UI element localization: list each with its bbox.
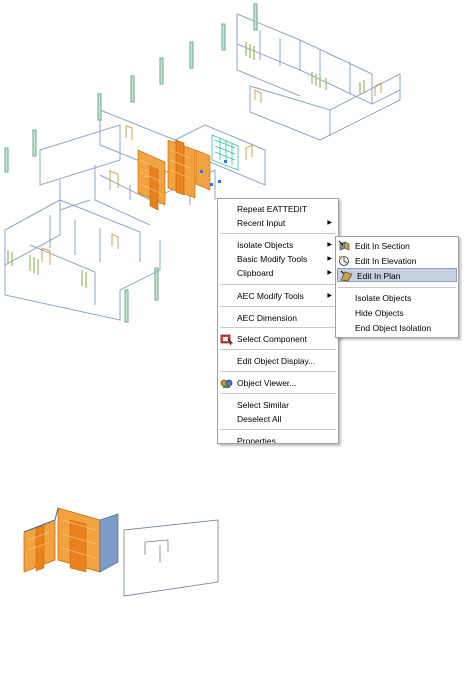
menu-separator — [220, 233, 336, 234]
selection-grips — [200, 160, 227, 186]
isolated-walls-preview — [23, 507, 219, 597]
menu-item-object-viewer[interactable]: Object Viewer... — [218, 376, 338, 390]
menu-item-label: Properties — [237, 436, 276, 444]
context-menu: Repeat EATTEDIT Recent Input ▶ Isolate O… — [217, 198, 339, 444]
menu-item-select-similar[interactable]: Select Similar — [218, 398, 338, 412]
menu-item-label: Edit In Plan — [357, 271, 401, 281]
menu-item-label: Isolate Objects — [355, 293, 412, 303]
select-component-icon — [220, 334, 233, 345]
submenu-arrow-icon: ▶ — [327, 270, 332, 276]
menu-item-properties[interactable]: Properties — [218, 434, 338, 444]
menu-separator — [220, 327, 336, 328]
submenu-item-edit-in-section[interactable]: Edit In Section — [336, 239, 458, 253]
menu-item-label: Object Viewer... — [237, 378, 297, 388]
menu-item-label: Hide Objects — [355, 308, 404, 318]
window-posts-central — [4, 3, 258, 323]
menu-item-recent-input[interactable]: Recent Input ▶ — [218, 216, 338, 230]
menu-item-aec-modify-tools[interactable]: AEC Modify Tools ▶ — [218, 289, 338, 303]
isolate-objects-submenu: Edit In Section Edit In Elevation Edit I… — [335, 236, 459, 338]
menu-item-deselect-all[interactable]: Deselect All — [218, 412, 338, 426]
menu-separator — [220, 284, 336, 285]
menu-item-label: Edit In Section — [355, 241, 410, 251]
edit-in-elevation-icon — [339, 256, 349, 266]
submenu-arrow-icon: ▶ — [327, 256, 332, 262]
menu-separator — [220, 429, 336, 430]
menu-item-label: Recent Input — [237, 218, 286, 228]
menu-item-isolate-objects[interactable]: Isolate Objects ▶ — [218, 238, 338, 252]
menu-separator — [220, 393, 336, 394]
teal-wall-mesh — [211, 134, 239, 171]
submenu-arrow-icon: ▶ — [327, 220, 332, 226]
menu-item-label: Select Component — [237, 334, 307, 344]
menu-item-label: End Object Isolation — [355, 323, 432, 333]
submenu-item-isolate-objects[interactable]: Isolate Objects — [336, 291, 458, 305]
edit-in-section-icon — [338, 240, 350, 251]
edit-in-plan-icon — [340, 270, 353, 282]
submenu-item-edit-in-plan[interactable]: Edit In Plan — [337, 268, 457, 282]
menu-item-repeat-eattedit[interactable]: Repeat EATTEDIT — [218, 202, 338, 216]
menu-item-label: Edit In Elevation — [355, 256, 417, 266]
window-panels-top-right — [245, 42, 365, 94]
door-frames-left — [41, 233, 119, 265]
menu-item-select-component[interactable]: Select Component — [218, 332, 338, 346]
menu-item-clipboard[interactable]: Clipboard ▶ — [218, 266, 338, 280]
menu-item-label: Basic Modify Tools — [237, 254, 308, 264]
door-frames-top-right — [254, 82, 382, 103]
building-block-top-right — [236, 13, 401, 141]
submenu-item-edit-in-elevation[interactable]: Edit In Elevation — [336, 254, 458, 268]
orange-wall-mesh — [137, 139, 211, 211]
menu-item-label: AEC Modify Tools — [237, 291, 304, 301]
submenu-arrow-icon: ▶ — [327, 242, 332, 248]
menu-item-label: Select Similar — [237, 400, 289, 410]
object-viewer-icon — [220, 379, 233, 388]
menu-item-label: Repeat EATTEDIT — [237, 204, 308, 214]
menu-item-aec-dimension[interactable]: AEC Dimension — [218, 311, 338, 325]
window-panels-left — [7, 250, 87, 288]
submenu-item-end-object-isolation[interactable]: End Object Isolation — [336, 321, 458, 335]
menu-item-edit-object-display[interactable]: Edit Object Display... — [218, 354, 338, 368]
menu-item-label: Edit Object Display... — [237, 356, 316, 366]
menu-separator — [220, 349, 336, 350]
menu-item-label: AEC Dimension — [237, 313, 297, 323]
submenu-item-hide-objects[interactable]: Hide Objects — [336, 306, 458, 320]
menu-item-label: Clipboard — [237, 268, 274, 278]
menu-item-label: Deselect All — [237, 414, 282, 424]
door-frames-central — [109, 125, 253, 188]
menu-item-label: Isolate Objects — [237, 240, 294, 250]
menu-separator — [220, 306, 336, 307]
submenu-arrow-icon: ▶ — [327, 293, 332, 299]
building-block-left — [4, 199, 161, 321]
menu-item-basic-modify-tools[interactable]: Basic Modify Tools ▶ — [218, 252, 338, 266]
menu-separator — [220, 371, 336, 372]
menu-separator — [338, 287, 456, 288]
